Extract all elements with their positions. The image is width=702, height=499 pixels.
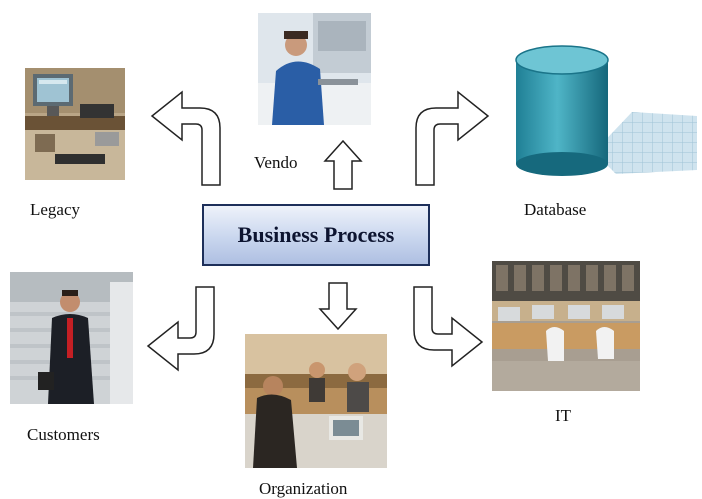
- vendor-worker-photo-icon: [258, 13, 371, 125]
- legacy-photo: [25, 68, 125, 180]
- database-cylinder-icon: [515, 45, 697, 176]
- customer-businessman-photo-icon: [10, 272, 133, 404]
- vendor-label: Vendo: [254, 153, 298, 172]
- it-label: IT: [555, 406, 572, 425]
- it-workstations-photo-icon: [492, 261, 640, 391]
- database-graphic: [512, 42, 697, 182]
- legacy-workstation-photo-icon: [25, 68, 125, 180]
- organization-label: Organization: [259, 479, 348, 498]
- arrow-to-vendor: [323, 139, 363, 190]
- customers-photo: [10, 272, 133, 404]
- arrow-to-it: [413, 286, 484, 368]
- organization-photo: [245, 334, 387, 468]
- arrow-to-organization: [318, 282, 358, 331]
- database-label: Database: [524, 200, 587, 219]
- arrow-to-customers: [146, 286, 215, 372]
- business-process-box: Business Process: [202, 204, 430, 266]
- arrow-to-legacy: [150, 90, 221, 186]
- legacy-label: Legacy: [30, 200, 81, 219]
- vendor-photo: [258, 13, 371, 125]
- it-photo: [492, 261, 640, 391]
- customers-label: Customers: [27, 425, 100, 444]
- organization-office-photo-icon: [245, 334, 387, 468]
- arrow-to-database: [415, 90, 490, 186]
- business-process-label: Business Process: [237, 222, 395, 247]
